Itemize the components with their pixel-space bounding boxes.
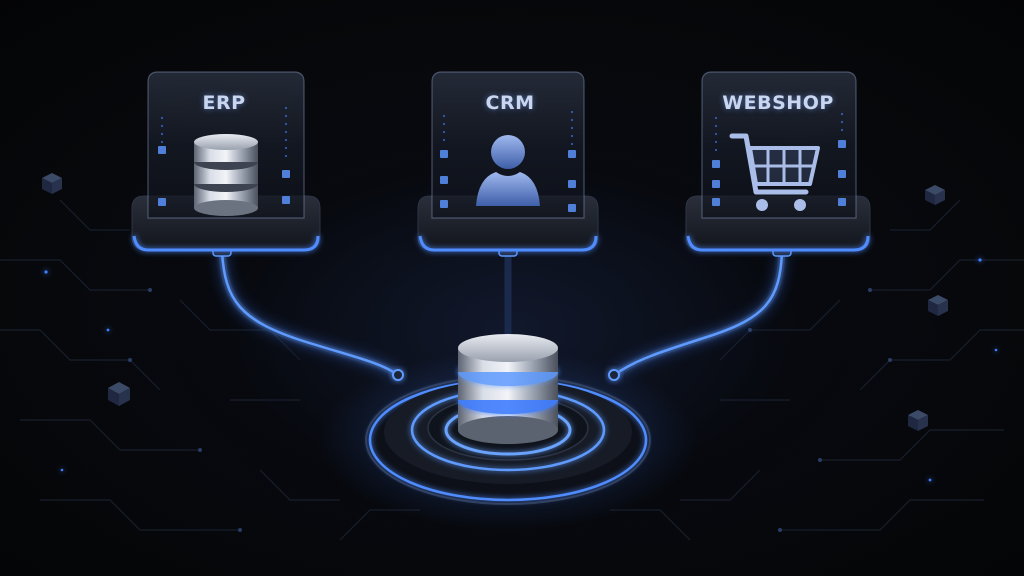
floating-cube-1	[42, 173, 62, 194]
blue-particles	[44, 258, 998, 482]
webshop-system-node	[685, 71, 871, 252]
connections	[216, 251, 788, 380]
user-icon	[476, 135, 540, 206]
floating-cube-5	[908, 410, 928, 431]
floating-cube-4	[928, 295, 948, 316]
crm-system-node	[417, 71, 599, 252]
erp-connection	[220, 251, 399, 377]
webshop-label: WEBSHOP	[722, 92, 834, 114]
central-database-icon	[458, 334, 558, 444]
webshop-connection	[613, 251, 784, 377]
central-hub	[318, 334, 698, 530]
database-icon	[194, 134, 258, 216]
circuit-background	[0, 199, 1024, 541]
floating-cube-3	[925, 185, 945, 205]
erp-system-node	[131, 71, 321, 252]
webshop-glass-panel	[701, 71, 857, 219]
crm-label: CRM	[485, 92, 535, 114]
shopping-cart-icon	[729, 133, 820, 211]
erp-label: ERP	[202, 92, 246, 114]
floating-cube-2	[108, 382, 130, 406]
